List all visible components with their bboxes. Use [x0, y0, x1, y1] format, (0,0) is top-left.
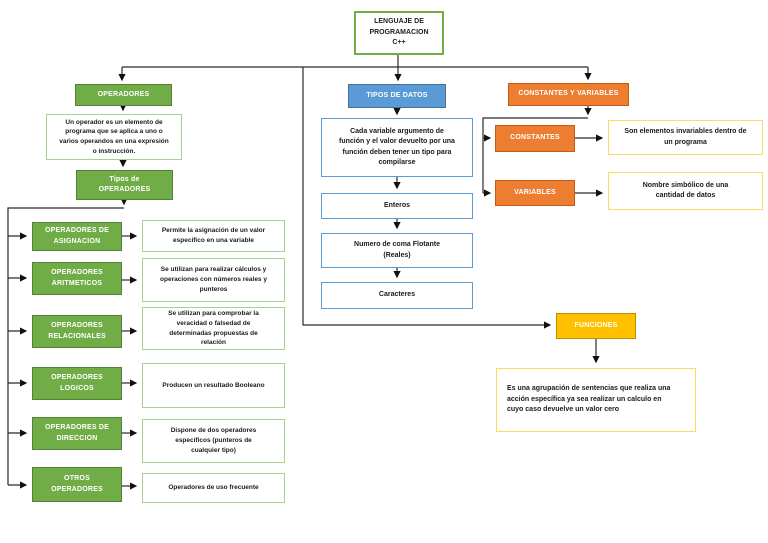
node-tipos-de-operadores: Tipos de OPERADORES: [76, 170, 173, 200]
node-funciones: FUNCIONES: [556, 313, 636, 339]
node-otros-operadores: OTROS OPERADORES: [32, 467, 122, 502]
node-operadores-relacionales: OPERADORES RELACIONALES: [32, 315, 122, 348]
node-operadores: OPERADORES: [75, 84, 172, 106]
desc-operadores-text: Un operador es un elemento de programa q…: [59, 118, 169, 155]
desc-operadores-direccion: Dispone de dos operadores específicos (p…: [142, 419, 285, 463]
node-operadores-logicos: OPERADORES LOGICOS: [32, 367, 122, 400]
node-operadores-label: OPERADORES: [97, 90, 150, 98]
node-label: TIPOS DE DATOS: [366, 91, 428, 99]
node-tipos-de-operadores-label: Tipos de OPERADORES: [98, 175, 151, 194]
desc-operadores-relacionales: Se utilizan para comprobar la veracidad …: [142, 307, 285, 350]
node-root-label: LENGUAJE DE PROGRAMACION C++: [369, 18, 429, 47]
node-label: VARIABLES: [514, 188, 556, 196]
node-root-lenguaje: LENGUAJE DE PROGRAMACION C++: [354, 11, 444, 55]
desc-text: Operadores de uso frecuente: [168, 484, 259, 492]
desc-text: Permite la asignación de un valor especí…: [161, 227, 266, 244]
desc-text: Se utilizan para realizar cálculos y ope…: [160, 266, 267, 293]
desc-text: Dispone de dos operadores específicos (p…: [170, 427, 257, 454]
node-constantes-y-variables: CONSTANTES Y VARIABLES: [508, 83, 629, 106]
node-label: Enteros: [383, 201, 411, 209]
desc-text: Cada variable argumento de función y el …: [339, 127, 455, 167]
node-label: OPERADORES RELACIONALES: [48, 322, 106, 340]
desc-funciones: Es una agrupación de sentencias que real…: [496, 368, 696, 432]
node-variables: VARIABLES: [495, 180, 575, 206]
node-label: OTROS OPERADORES: [51, 475, 103, 493]
node-enteros: Enteros: [321, 193, 473, 219]
node-label: CONSTANTES Y VARIABLES: [518, 90, 619, 98]
desc-operadores-asignacion: Permite la asignación de un valor especí…: [142, 220, 285, 252]
desc-operadores-aritmeticos: Se utilizan para realizar cálculos y ope…: [142, 258, 285, 302]
desc-text: Nombre simbólico de una cantidad de dato…: [642, 181, 729, 200]
desc-tipos-de-datos: Cada variable argumento de función y el …: [321, 118, 473, 177]
node-label: OPERADORES LOGICOS: [51, 374, 103, 392]
desc-otros-operadores: Operadores de uso frecuente: [142, 473, 285, 503]
desc-text: Son elementos invariables dentro de un p…: [624, 128, 747, 146]
desc-variables: Nombre simbólico de una cantidad de dato…: [608, 172, 763, 210]
desc-operadores: Un operador es un elemento de programa q…: [46, 114, 182, 160]
node-label: Numero de coma Flotante (Reales): [354, 241, 440, 259]
desc-constantes: Son elementos invariables dentro de un p…: [608, 120, 763, 155]
desc-operadores-logicos: Producen un resultado Booleano: [142, 363, 285, 408]
node-label: OPERADORES ARITMETICOS: [51, 269, 103, 287]
desc-text: Se utilizan para comprobar la veracidad …: [168, 310, 259, 347]
desc-text: Producen un resultado Booleano: [162, 381, 265, 389]
node-coma-flotante: Numero de coma Flotante (Reales): [321, 233, 473, 268]
node-label: OPERADORES DE DIRECCION: [44, 424, 110, 442]
node-operadores-direccion: OPERADORES DE DIRECCION: [32, 417, 122, 450]
node-tipos-de-datos: TIPOS DE DATOS: [348, 84, 446, 108]
node-operadores-aritmeticos: OPERADORES ARITMETICOS: [32, 262, 122, 295]
node-label: CONSTANTES: [510, 134, 560, 142]
node-caracteres: Caracteres: [321, 282, 473, 309]
node-constantes: CONSTANTES: [495, 125, 575, 152]
node-label: FUNCIONES: [574, 321, 618, 329]
node-operadores-asignacion: OPERADORES DE ASIGNACION: [32, 222, 122, 251]
node-label: Caracteres: [378, 291, 416, 299]
node-label: OPERADORES DE ASIGNACION: [44, 227, 110, 245]
desc-text: Es una agrupación de sentencias que real…: [507, 385, 671, 414]
